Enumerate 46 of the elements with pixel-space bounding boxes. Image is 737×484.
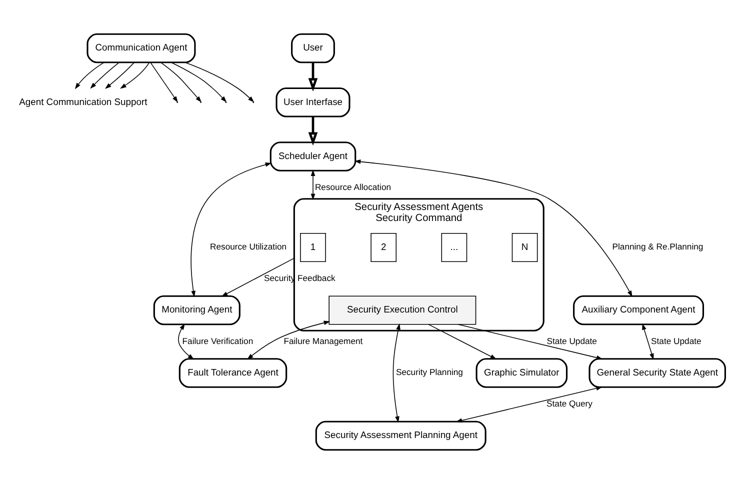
node-box: Communication Agent [86, 33, 196, 64]
arrow [160, 62, 202, 102]
edge-label: State Update [546, 336, 597, 346]
arrow [456, 386, 603, 423]
edge-label: Failure Management [284, 336, 363, 346]
arrow [221, 258, 295, 297]
node-box: User [291, 33, 335, 64]
edge-label: Failure Verification [182, 336, 254, 346]
node-box: Fault Tolerance Agent [178, 358, 288, 388]
node-box: Graphic Simulator [476, 358, 568, 388]
arrow [170, 62, 227, 102]
arrow [104, 62, 134, 89]
node-box: 1 [300, 232, 326, 262]
arrow [308, 62, 318, 92]
edge-label: State Query [546, 398, 592, 409]
node-box: User Interfase [276, 87, 350, 118]
arrow [458, 324, 603, 360]
edge-label: Resource Utilization [210, 242, 287, 252]
node-box: Security Execution Control [328, 296, 476, 325]
node-box: Monitoring Agent [153, 295, 240, 326]
arrow [308, 116, 318, 146]
node-text: Agent Communication Support [19, 96, 148, 107]
arrow [642, 323, 654, 360]
node-box: 2 [370, 232, 397, 262]
edge-label: Planning & Re.Planning [612, 242, 704, 252]
node-box: Auxiliary Component Agent [573, 295, 704, 326]
edge-label: Security Planning [396, 367, 463, 378]
node-box: General Security State Agent [588, 358, 726, 388]
arrow [310, 170, 316, 200]
edge-label: Resource Allocation [314, 182, 392, 192]
node-box: Scheduler Agent [270, 142, 356, 172]
arrow [90, 62, 120, 89]
arrow [428, 324, 497, 360]
arrow [392, 323, 400, 423]
arrow [190, 162, 272, 298]
arrow [247, 320, 330, 360]
arrow [354, 160, 632, 297]
node-box: Security Assessment Planning Agent [315, 420, 486, 451]
node-box: N [512, 232, 538, 262]
arrow [120, 62, 150, 89]
arrow [178, 323, 194, 360]
node-box: ... [441, 232, 468, 262]
arrow [184, 62, 254, 102]
arrow [150, 62, 178, 102]
arrow [74, 62, 104, 90]
edge-label: State Update [651, 336, 702, 346]
